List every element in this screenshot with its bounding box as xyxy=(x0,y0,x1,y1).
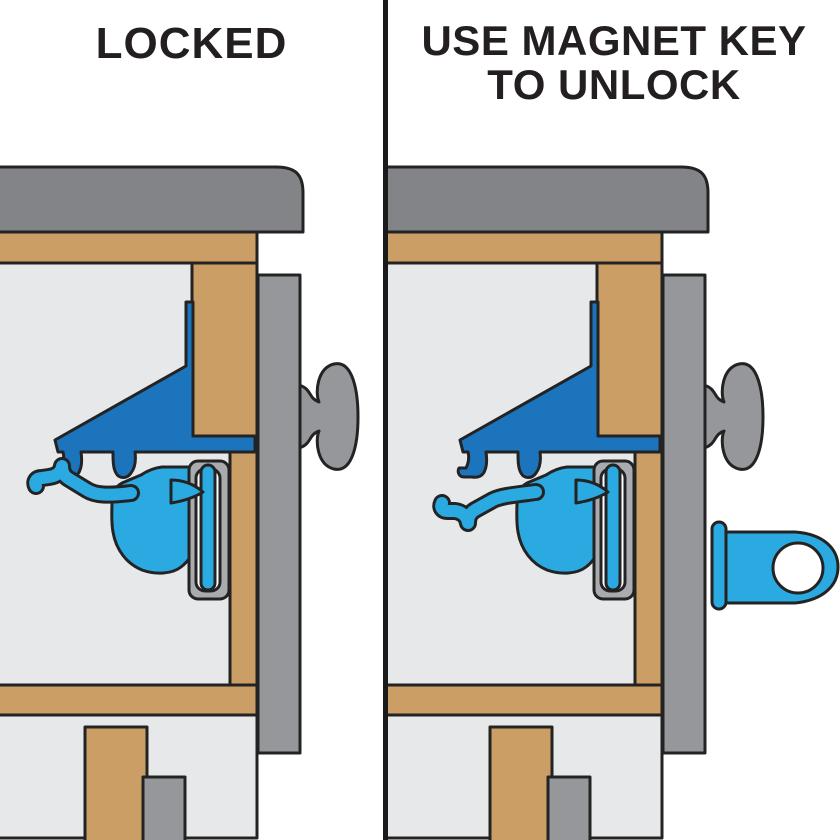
title-line-2: TO UNLOCK xyxy=(487,61,741,108)
locked-diagram xyxy=(0,165,360,840)
unlocked-diagram xyxy=(385,165,840,840)
panel-title-unlocked: USE MAGNET KEY TO UNLOCK xyxy=(388,19,840,107)
magnet-key xyxy=(710,520,840,611)
panel-divider-line xyxy=(383,0,388,840)
cabinet-cross-section xyxy=(0,165,360,840)
panel-title-locked: LOCKED xyxy=(95,19,288,68)
title-line-1: USE MAGNET KEY xyxy=(421,17,807,64)
